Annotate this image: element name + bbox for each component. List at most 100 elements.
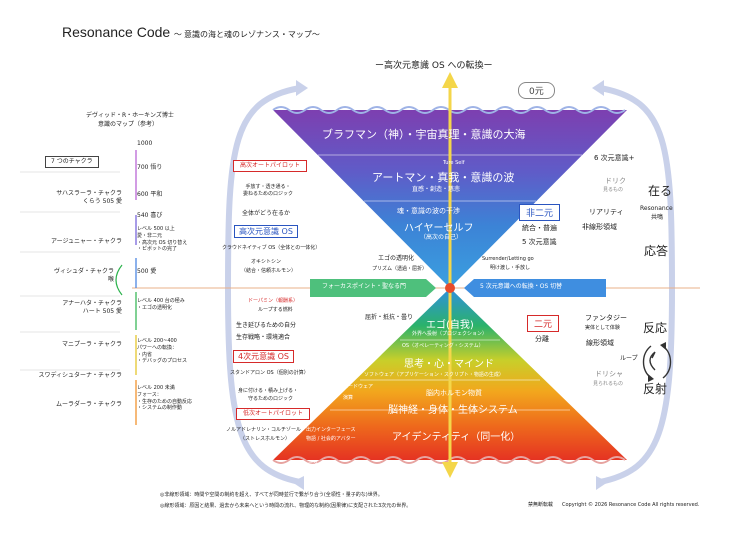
- hawkins-level-700: 700 悟り: [137, 164, 163, 171]
- respond-label: 応答: [644, 244, 669, 258]
- identity-label: アイデンティティ（同一化）: [392, 432, 521, 443]
- hawkins-level-200-400: レベル 200~400 パワーへの転換： ・内省 ・デバッグのプロセス: [137, 338, 188, 365]
- survive-label: 生き延びるための自分: [236, 322, 297, 329]
- cortisol-label: ノルアドレナリン・コルチゾール: [226, 427, 302, 433]
- high-autopilot-label: 高次オートパイロット: [233, 160, 308, 173]
- footer-note-linear: ◎線形領域：原因と結果、過去から未来へという時間の流れ、物理的な制約(因果律)に…: [160, 503, 412, 509]
- loop-arrow-left: [224, 85, 301, 485]
- chakra-svadhishthana: スワディシュターナ・チャクラ: [38, 372, 122, 379]
- hormone-label: 脳内ホルモン物質: [426, 389, 482, 397]
- higher-self-top: 魂・意識の波の干渉: [397, 207, 460, 215]
- hardware-label: ハードウェア: [343, 384, 374, 390]
- footer-ban: 禁無断転載: [528, 502, 554, 508]
- hawkins-level-1000: 1000: [137, 140, 153, 147]
- surrender-sub: 明け渡し・手放し: [490, 265, 531, 271]
- compute-label: 演算: [343, 395, 354, 401]
- atman-sub: 直感・創造・慈悲: [412, 186, 461, 193]
- hawkins-level-600: 600 平和: [137, 191, 163, 198]
- output-label: 出力インターフェース: [306, 427, 356, 433]
- footer-copyright: Copyright © 2026 Resonance Code All righ…: [562, 502, 700, 508]
- focus-arrow-right: [464, 279, 606, 297]
- low-autopilot-label: 低次オートパイロット: [236, 408, 311, 421]
- high-autopilot-notes: 手放す・透き通る・ 委ねるためのロジック: [243, 184, 294, 197]
- chakra-vishuddha: ヴィシュダ・チャクラ 喉: [54, 268, 114, 284]
- zero-dimension-badge: 0元: [518, 82, 555, 99]
- oxytocin-note: （結合・信頼ホルモン）: [241, 268, 297, 274]
- chakra-manipura: マニプーラ・チャクラ: [62, 341, 122, 348]
- d4-os-label: 4次元意識 OS: [233, 350, 295, 363]
- high-os-label: 高次元意識 OS: [234, 225, 298, 238]
- focus-point-label: フォーカスポイント・聖なる門: [322, 283, 407, 290]
- top-arrow-label: ー高次元意識 OS への転換ー: [375, 61, 493, 71]
- hansha-label: 反射: [643, 382, 668, 396]
- hanno-label: 反応: [643, 321, 668, 335]
- loop-label: ループ: [620, 355, 638, 362]
- cortisol-note: （ストレスホルモン）: [240, 436, 291, 442]
- chakra-anahata: アナーハタ・チャクラ ハート 505 愛: [62, 300, 122, 316]
- computer-label: コンピューター: [288, 461, 324, 467]
- unity-label: 統合・普遍: [522, 224, 557, 232]
- resonance-label: Resonance: [640, 205, 673, 212]
- footer-note-nonlinear: ◎非線形領域：時間や空間の制約を超え、すべてが同時並行で繋がり合う(全領性・量子…: [160, 492, 383, 498]
- chakra-title: 7 つのチャクラ: [45, 156, 99, 169]
- chakra-muladhara: ムーラダーラ・チャクラ: [56, 401, 122, 408]
- oxytocin-label: オキシトシン: [251, 259, 282, 265]
- hawkins-subtitle: 意識のマップ（参考）: [98, 121, 159, 128]
- dopamine-label: ドーパミン（報酬系）: [248, 298, 298, 304]
- hawkins-level-under200: レベル 200 未満 フォース： ・生存のための自動反応 ・システムの制作動: [137, 385, 193, 412]
- kyomei-label: 共鳴: [651, 214, 664, 221]
- drisha-label: ドリシャ: [595, 370, 623, 378]
- dopamine-note: ループする燃料: [258, 307, 293, 313]
- separation-label: 分離: [535, 335, 549, 343]
- survive-note: 生存戦略・環境適合: [236, 334, 291, 341]
- exist-label: 在る: [648, 184, 673, 198]
- ego-transparent-label: エゴの透明化: [378, 255, 415, 262]
- hawkins-level-500: 500 愛: [137, 268, 157, 275]
- software-label: ソフトウェア（アプリケーション・スクリプト・物語の生成）: [364, 372, 504, 378]
- hawkins-level-500plus: レベル 500 以上 愛・非二元 ・高次元 OS 切り替え ・ピボットの完了: [137, 226, 188, 253]
- whole-label: 全体がどう在るか: [242, 210, 291, 217]
- hawkins-level-540: 540 喜び: [137, 212, 163, 219]
- header-title-group: Resonance Code ～ 意識の海と魂のレゾナンス・マップ～: [62, 24, 320, 40]
- focus-arrow-left: [310, 279, 436, 297]
- nerve-label: 脳神経・身体・生体システム: [388, 405, 518, 416]
- linear-label: 線形領域: [586, 339, 614, 347]
- shift-label: 5 次元意識への転換・OS 切替: [480, 283, 563, 290]
- brahman-label: ブラフマン（神）・宇宙真理・意識の大海: [322, 128, 526, 141]
- refraction-label: 屈折・抵抗・曇り: [365, 314, 414, 321]
- hawkins-level-400: レベル 400 台の極み ・エゴの透明化: [137, 298, 185, 311]
- fantasy-label: ファンタジー: [585, 314, 627, 322]
- atman-label: アートマン・真我・意識の波: [372, 171, 515, 184]
- true-self-label: Ture Self: [443, 160, 465, 166]
- non-linear-label: 非線形領域: [582, 223, 617, 231]
- drisha-sub: 見られるもの: [593, 381, 624, 387]
- chakra-bars: [115, 150, 137, 425]
- prism-label: プリズム（透過・屈折）: [372, 266, 428, 272]
- dual-badge: 二元: [527, 315, 560, 332]
- higher-self-label: ハイヤーセルフ: [404, 223, 474, 234]
- projection-label: 外界へ投射（プロジェクション）: [412, 331, 488, 337]
- defend-label-2: 守るためのロジック: [248, 396, 294, 402]
- hawkins-title: デヴィッド・R・ホーキンズ博士: [86, 112, 174, 119]
- chakra-ajna: アージュニャー・チャクラ: [50, 238, 122, 245]
- non-dual-badge: 非二元: [519, 204, 561, 221]
- fantasy-sub: 実体として体験: [585, 325, 620, 331]
- standalone-label: スタンドアロン OS（個別の計算）: [230, 370, 309, 376]
- reality-label: リアリティ: [589, 208, 624, 216]
- defend-label: 身に付ける・積み上げる・: [238, 388, 299, 394]
- page-subtitle: ～ 意識の海と魂のレゾナンス・マップ～: [173, 30, 320, 39]
- d6-label: 6 次元意識+: [594, 154, 635, 162]
- higher-self-sub: （高次の自己）: [420, 234, 463, 241]
- high-os-note: クラウドネイティブ OS（全体との一体化）: [222, 245, 321, 251]
- surrender-label: Surrender/Letting go: [482, 256, 534, 262]
- os-system-label: OS（オペレーティング・システム）: [402, 343, 484, 349]
- chakra-sahasrara: サハスラーラ・チャクラ くらう 505 愛: [56, 190, 122, 206]
- thought-label: 思考・心・マインド: [404, 359, 494, 370]
- focus-point: [445, 283, 455, 293]
- ego-label: エゴ(自我): [426, 320, 474, 331]
- drik-label: ドリク: [605, 177, 626, 185]
- d5-label: 5 次元意識: [522, 238, 557, 246]
- drik-sub: 見るもの: [603, 187, 624, 193]
- page-title: Resonance Code: [62, 24, 171, 40]
